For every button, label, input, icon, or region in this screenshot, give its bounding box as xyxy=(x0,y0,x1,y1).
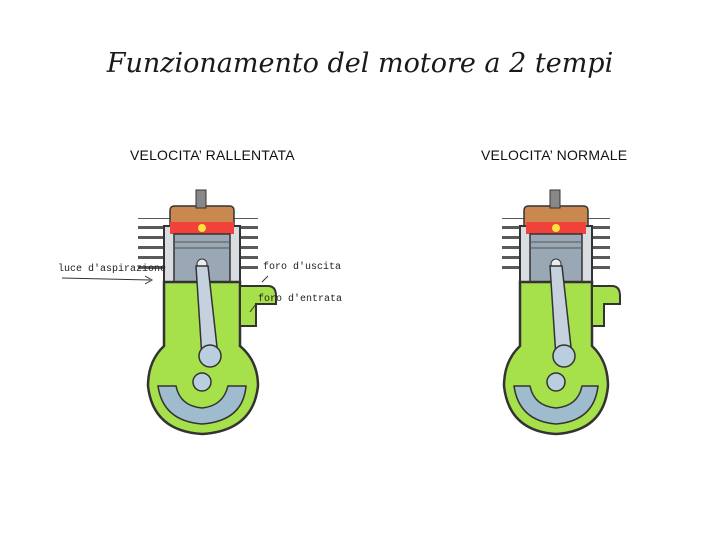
slide-title: Funzionamento del motore a 2 tempi xyxy=(106,48,614,79)
spark-plug xyxy=(195,189,207,209)
crank-counterweight xyxy=(513,385,599,425)
label-transfer-port: foro d'entrata xyxy=(258,294,343,305)
label-exhaust-port: foro d'uscita xyxy=(263,262,342,273)
transfer-channel xyxy=(591,285,621,327)
crank-counterweight xyxy=(157,385,247,425)
label-intake-port: luce d'aspirazione xyxy=(58,264,167,275)
engine-diagram-normal xyxy=(502,189,621,436)
engine-diagram-slow xyxy=(138,189,277,436)
caption-normal-speed: VELOCITA’ NORMALE xyxy=(481,147,628,163)
transfer-channel xyxy=(239,285,277,327)
spark-plug xyxy=(549,189,561,209)
caption-slow-speed: VELOCITA’ RALLENTATA xyxy=(130,147,295,163)
